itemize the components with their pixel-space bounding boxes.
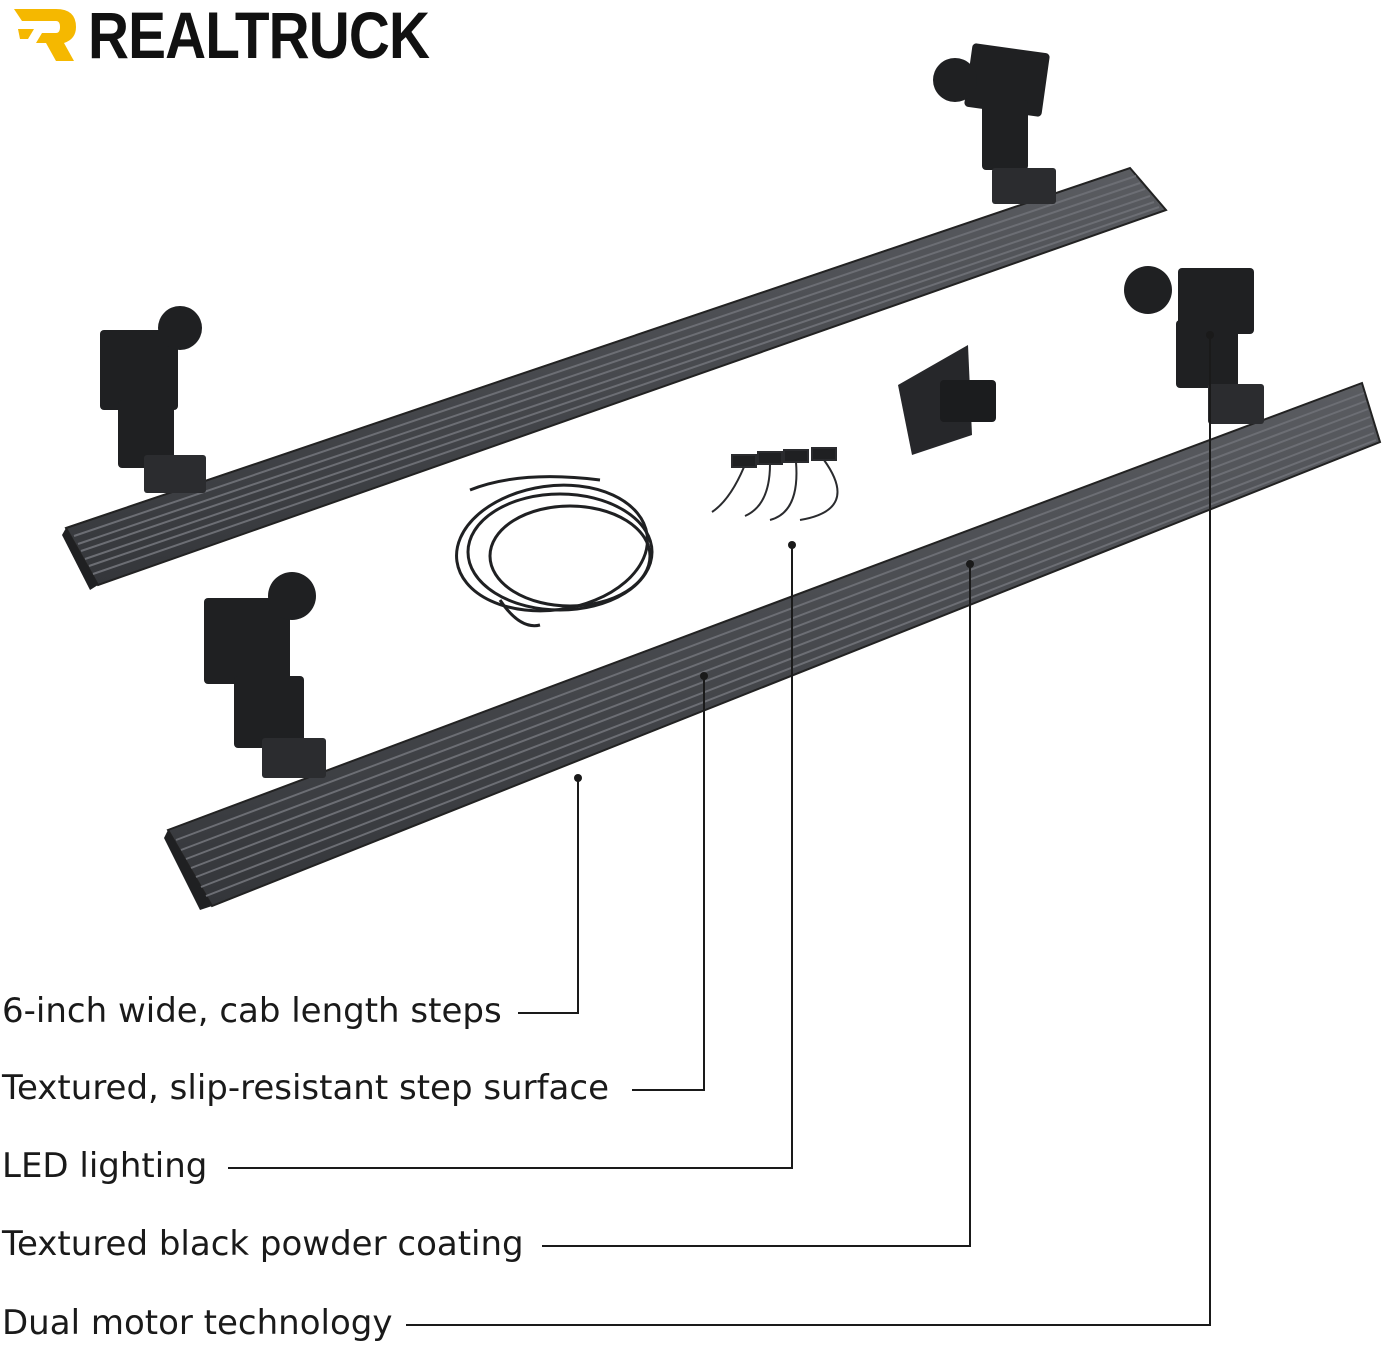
motor-bracket-lower-left (204, 572, 326, 778)
led-light-pods (711, 447, 839, 521)
callout-leaders (228, 335, 1211, 1326)
feature-label-dual-motor: Dual motor technology (2, 1303, 393, 1343)
feature-label-step-width: 6-inch wide, cab length steps (2, 991, 502, 1031)
callout-dots (574, 331, 1214, 782)
running-board-lower (164, 381, 1382, 910)
motor-bracket-upper-right (933, 43, 1056, 204)
motor-bracket-lower-right (1124, 266, 1264, 424)
wiring-harness (455, 475, 654, 628)
realtruck-r-mark-icon (14, 9, 76, 61)
running-board-upper (62, 166, 1168, 590)
motor-bracket-upper-left (100, 306, 206, 493)
feature-label-step-surface: Textured, slip-resistant step surface (2, 1068, 610, 1108)
feature-label-led-lighting: LED lighting (2, 1146, 208, 1186)
feature-label-powder-coating: Textured black powder coating (2, 1224, 524, 1264)
brand-wordmark: REALTRUCK (88, 0, 430, 72)
control-module (898, 345, 996, 455)
realtruck-logo: REALTRUCK (12, 2, 485, 68)
